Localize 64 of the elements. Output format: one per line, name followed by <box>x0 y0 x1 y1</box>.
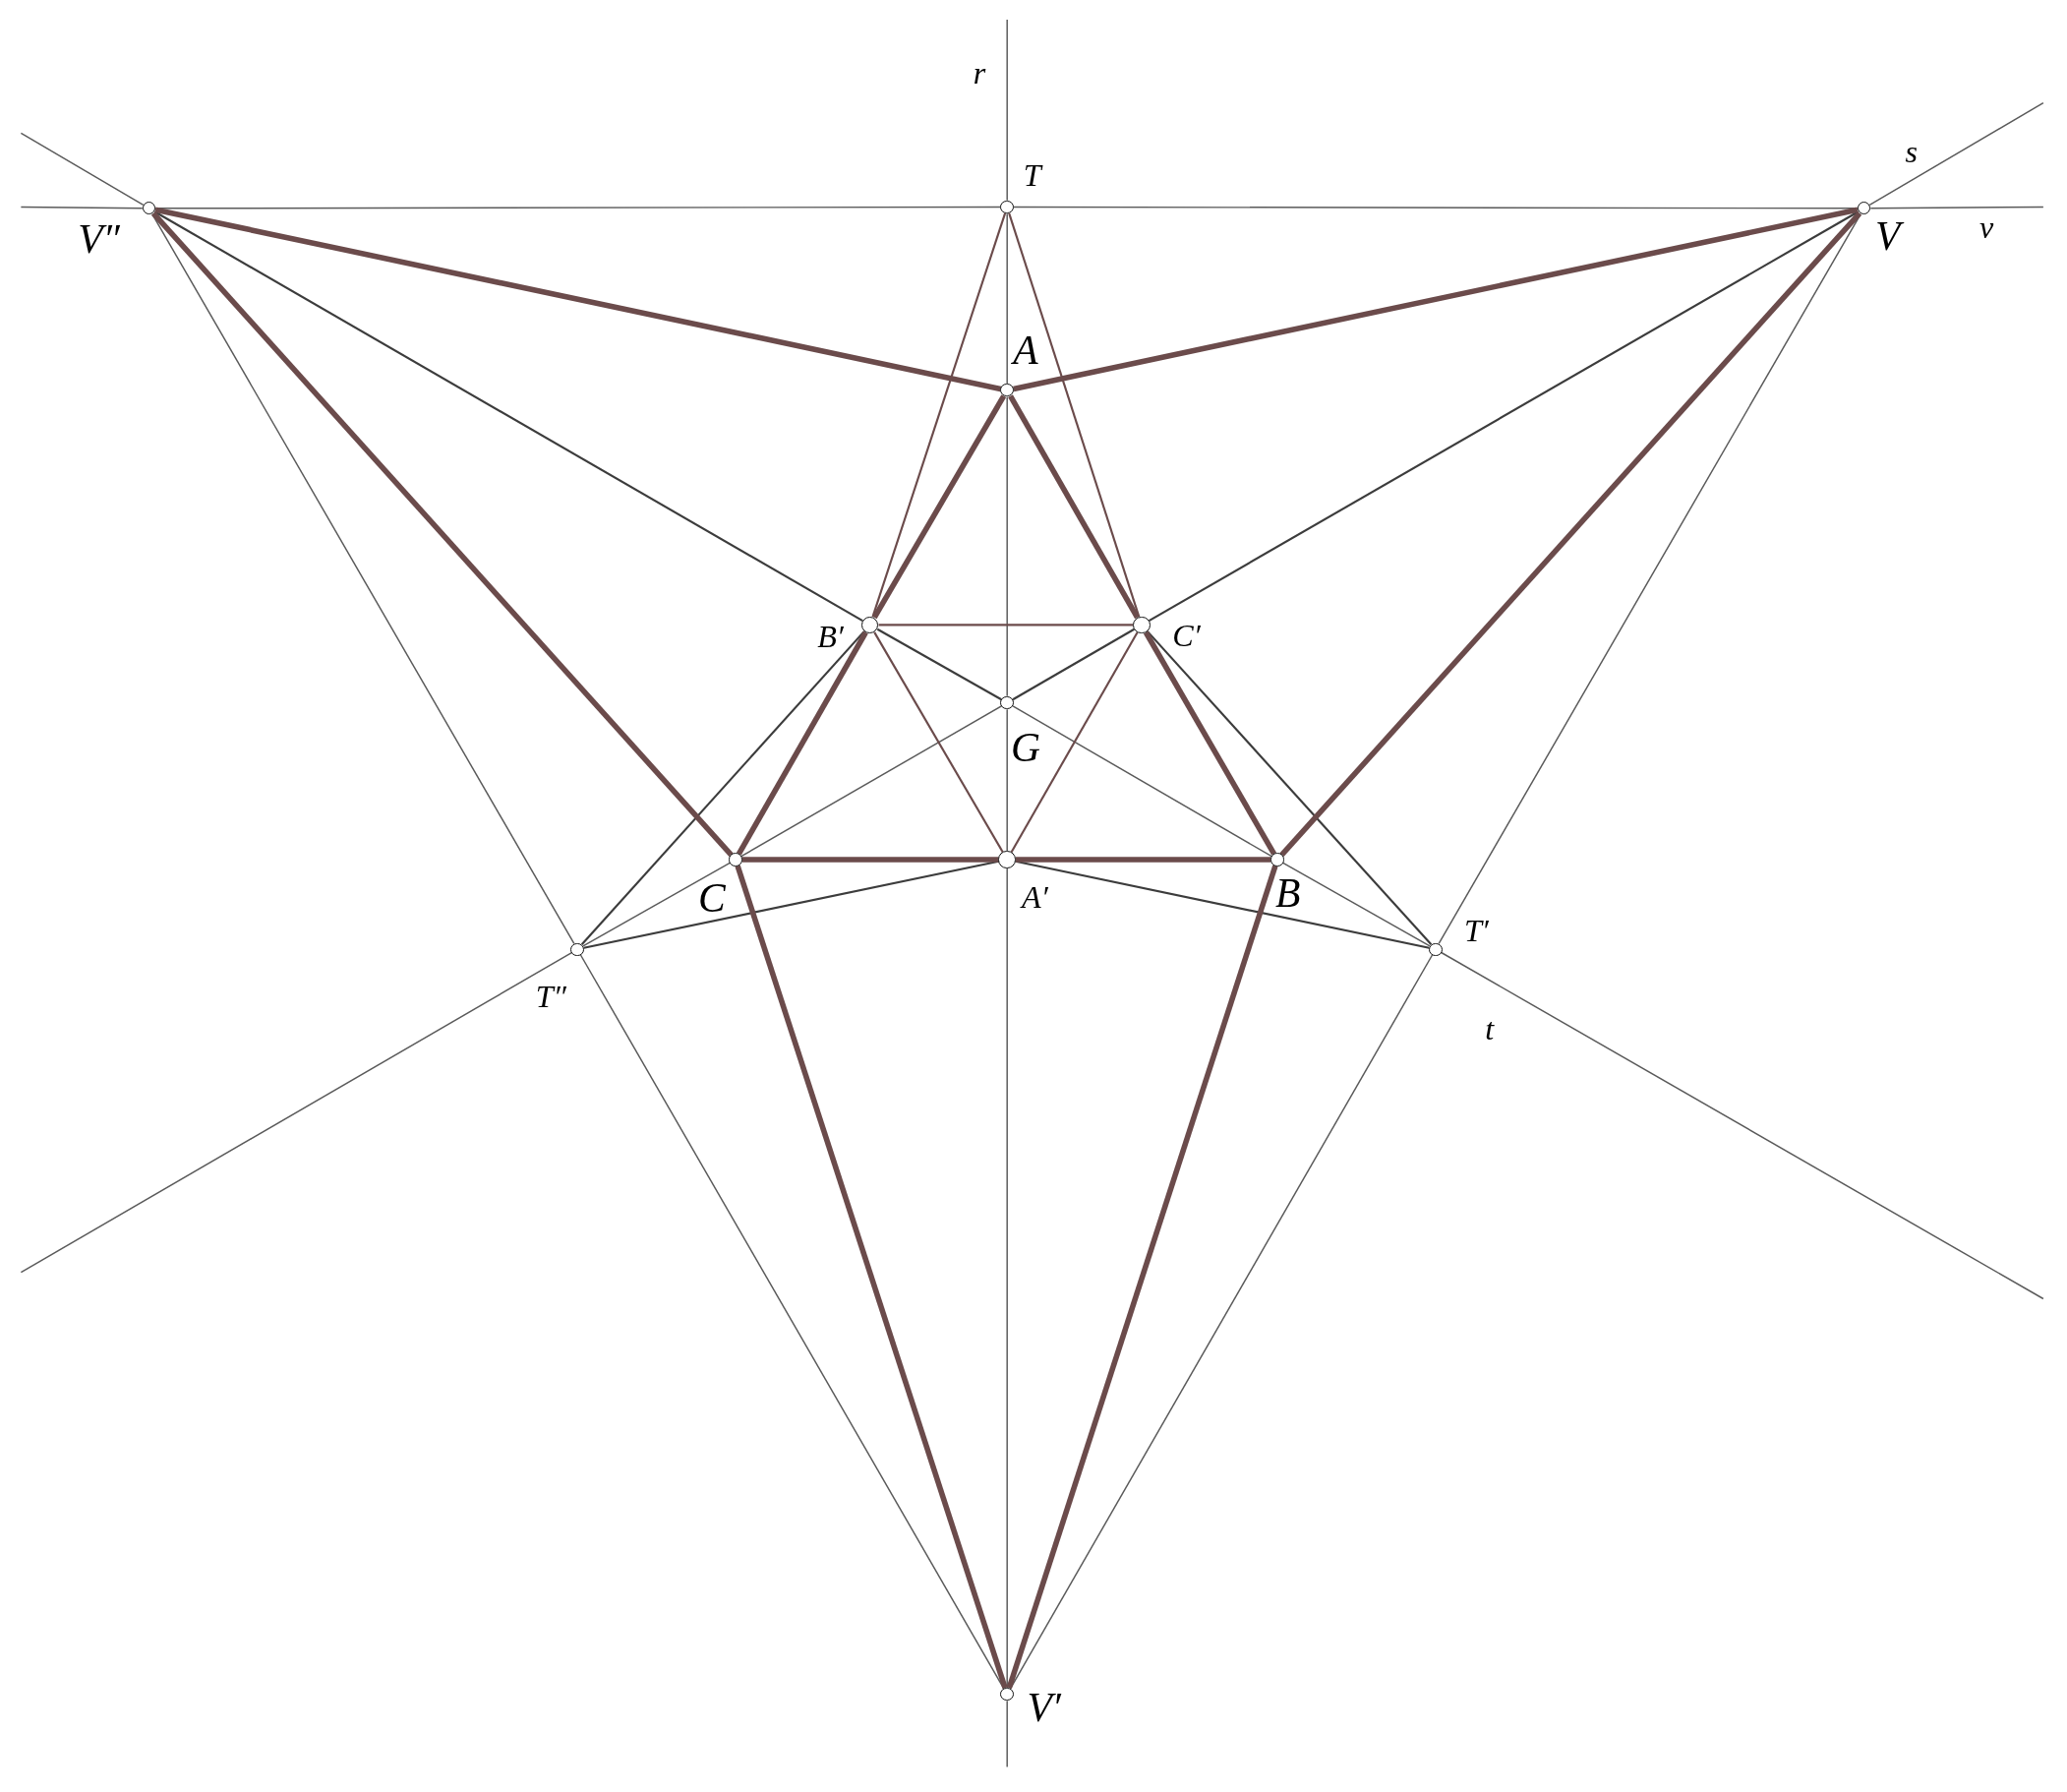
line-segment <box>1012 627 1135 701</box>
line-segment <box>1869 206 2044 209</box>
line-segment <box>736 630 868 856</box>
line-segment <box>1010 631 1139 854</box>
line-segment <box>735 865 1008 1690</box>
line-segment <box>153 210 863 623</box>
line-segment <box>871 212 1007 618</box>
line-segment <box>878 624 1134 627</box>
line-segment <box>20 951 573 1274</box>
line-segment <box>1013 207 1859 392</box>
line-segment <box>1006 395 1008 697</box>
line-segment <box>871 394 1007 620</box>
point-label: B′ <box>817 621 844 653</box>
line-segment <box>1015 857 1271 863</box>
point-label: V″ <box>78 219 120 261</box>
line-label: r <box>973 56 986 89</box>
point-label: G <box>1010 728 1040 770</box>
line-segment <box>1282 862 1431 947</box>
point-label: T <box>1023 159 1041 192</box>
line-segment <box>740 705 1003 858</box>
line-segment <box>1006 865 1278 1690</box>
line-segment <box>1006 1700 1008 1768</box>
point-label: T″ <box>535 981 566 1013</box>
point-label: V′ <box>1027 1688 1061 1730</box>
line-segment <box>150 210 734 857</box>
point-marker <box>1133 616 1151 634</box>
point-marker <box>861 616 879 634</box>
line-segment <box>1868 101 2044 207</box>
point-label: C′ <box>1172 620 1201 652</box>
line-segment <box>1006 708 1008 853</box>
point-label: T′ <box>1463 915 1489 947</box>
line-segment <box>1440 951 2044 1300</box>
line-segment <box>876 627 1002 701</box>
line-segment <box>873 631 1004 854</box>
line-segment <box>583 860 999 949</box>
point-marker <box>998 851 1016 868</box>
point-marker <box>1000 384 1014 397</box>
line-segment <box>1006 212 1008 385</box>
line-label: t <box>1485 1012 1495 1045</box>
line-segment <box>154 207 1002 392</box>
point-label: B <box>1275 873 1301 915</box>
line-segment <box>1279 210 1862 857</box>
line-segment <box>1012 705 1272 858</box>
point-marker <box>1000 695 1014 710</box>
point-marker <box>1429 942 1443 956</box>
point-label: A <box>1013 329 1038 372</box>
point-marker <box>142 202 156 215</box>
line-segment <box>1143 630 1276 856</box>
line-segment <box>582 862 731 947</box>
line-segment <box>1006 19 1008 202</box>
line-label: s <box>1905 136 1919 168</box>
line-label: v <box>1979 210 1994 243</box>
line-segment <box>580 630 865 945</box>
line-segment <box>20 206 144 209</box>
point-marker <box>570 942 584 956</box>
line-segment <box>1008 394 1141 620</box>
line-segment <box>20 132 145 207</box>
line-segment <box>741 857 999 863</box>
line-segment <box>1008 212 1141 618</box>
line-segment <box>1148 210 1860 623</box>
point-marker <box>1000 200 1014 214</box>
point-label: C <box>698 878 726 921</box>
line-segment <box>1147 630 1433 945</box>
point-label: A′ <box>1022 880 1048 913</box>
